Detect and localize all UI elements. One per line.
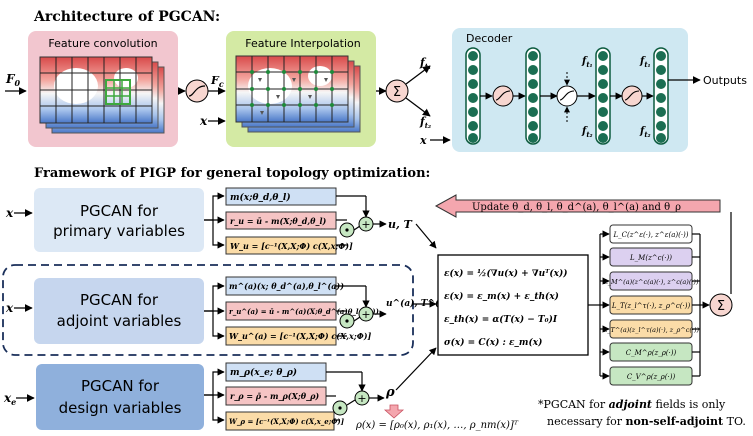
loss-4: L_T(z_l^τ(·), z_ρ^c(·)) — [611, 302, 691, 310]
decoder-activations — [480, 72, 654, 122]
equation-3: ε_th(x) = α(T(x) − T₀)I — [444, 314, 558, 325]
footnote-line2: necessary for non-self-adjoint TO. — [547, 415, 746, 428]
adjoint-dashed-frame — [2, 264, 414, 356]
adjoint-combine: + — [336, 285, 387, 337]
sum-node-top — [385, 79, 409, 103]
equation-2: ε(x) = ε_m(x) + ε_th(x) — [444, 291, 559, 302]
outputs-label: Outputs — [703, 74, 747, 87]
framework-title: Framework of PIGP for general topology o… — [34, 166, 430, 181]
decoder-ft1-a: ft₁ — [581, 56, 593, 69]
feature-interp-label: Feature Interpolation — [245, 37, 360, 50]
loss-7: C_V^ρ(z_ρ(·)) — [627, 373, 676, 381]
rho-definition: ρ(x) = [ρ₀(x), ρ₁(x), …, ρ_nm(x)]ᵀ — [355, 420, 519, 431]
design-mean-text: m_ρ(x_e; θ_ρ) — [230, 367, 297, 378]
pgcan-adjoint-line2: adjoint variables — [57, 312, 182, 330]
svg-text:+: + — [361, 218, 370, 231]
svg-text:+: + — [361, 308, 370, 321]
design-combine: + — [326, 371, 385, 421]
loss-5: L_T^(a)(z_l^τ(a)(·), z_ρ^c(·)) — [602, 326, 700, 334]
feature-conv-label: Feature convolution — [48, 37, 157, 50]
sum-symbol-bottom: Σ — [717, 299, 725, 314]
primary-combine: + — [336, 195, 387, 246]
activation-node-1 — [185, 79, 209, 103]
f-t1-label: ft₁ — [419, 56, 431, 71]
x-input-decoder: x — [419, 134, 427, 147]
feature-conv-grid — [39, 56, 165, 134]
loss-6: C_M^ρ(z_ρ(·)) — [626, 349, 677, 357]
design-weight-text: W_ρ = [c⁻¹(X,X;Φ) c(X,x_e;Φ)] — [229, 417, 345, 426]
pgcan-design-line1: PGCAN for — [81, 377, 160, 395]
loss-3: L_M^(a)(z^c(a)(·), z^c(a)(·)) — [602, 278, 698, 286]
footnote-line1: *PGCAN for adjoint fields is only — [538, 398, 726, 411]
update-label: Update θ_d, θ_l, θ_d^(a), θ_l^(a) and θ_… — [472, 202, 681, 213]
pgcan-design-box — [36, 364, 204, 430]
primary-weight-text: W_u = [c⁻¹(X,X;Φ) c(X,x;Φ)] — [230, 241, 353, 251]
architecture-title: Architecture of PGCAN: — [33, 9, 220, 25]
equation-4: σ(x) = C(x) : ε_m(x) — [444, 337, 542, 348]
pgcan-primary-line1: PGCAN for — [80, 202, 159, 220]
adjoint-mean-text: m^(a)(x; θ_d^(a),θ_l^(a)) — [229, 281, 344, 291]
loss-2: L_M(z^c(·)) — [629, 254, 672, 262]
design-residual-text: r_ρ = ρ̄ - m_ρ(X;θ_ρ) — [230, 391, 319, 401]
f-t2-label: ft₂ — [419, 115, 431, 130]
decoder-neurons — [468, 51, 666, 143]
physics-equations-box — [437, 254, 589, 356]
equation-1: ε(x) = ½(∇u(x) + ∇uᵀ(x)) — [444, 268, 568, 279]
loss-1: L_C(z^ε(·), z^ε(a)(·)) — [612, 231, 688, 239]
pgcan-primary-box — [34, 188, 204, 252]
feature-interp-grid — [235, 55, 361, 133]
x-input-top: x — [199, 114, 208, 128]
pgcan-adjoint-box — [34, 278, 204, 344]
x-input-adjoint: x — [5, 301, 14, 315]
xe-input-design: xe — [3, 391, 16, 407]
svg-text:+: + — [357, 392, 366, 405]
rho-down-arrow — [383, 404, 405, 419]
primary-mean-text: m(x;θ_d,θ_l) — [230, 192, 291, 203]
pgcan-design-line2: design variables — [59, 399, 182, 417]
update-arrow — [434, 194, 721, 218]
decoder-label: Decoder — [466, 32, 513, 45]
input-f0-label: F0 — [5, 72, 21, 88]
decoder-ft2-b: ft₂ — [639, 126, 651, 139]
primary-residual-text: r_u = ū - m(X;θ_d,θ_l) — [230, 216, 327, 226]
loss-boxes — [609, 224, 693, 386]
pgcan-primary-line2: primary variables — [53, 222, 185, 240]
sum-node-bottom — [709, 293, 733, 317]
sum-symbol-top: Σ — [393, 85, 401, 100]
design-weight-eq — [225, 411, 335, 431]
design-output: ρ — [385, 385, 395, 400]
x-input-primary: x — [5, 206, 14, 220]
decoder-ft1-b: ft₁ — [639, 56, 651, 69]
adjoint-weight-text: W_u^(a) = [c⁻¹(X,X;Φ) c(X,x;Φ)] — [229, 331, 372, 341]
loss-bracket — [588, 230, 610, 380]
primary-output: u, T — [388, 218, 413, 231]
adjoint-residual-text: r_u^(a) = ū - m^(a)(X;θ_d^(a)θ_l^(a)) — [229, 307, 379, 316]
fc-label: Fc — [210, 74, 224, 89]
loss-merge — [692, 212, 732, 377]
decoder-ft2-a: ft₂ — [581, 126, 593, 139]
pgcan-adjoint-line1: PGCAN for — [80, 291, 159, 309]
